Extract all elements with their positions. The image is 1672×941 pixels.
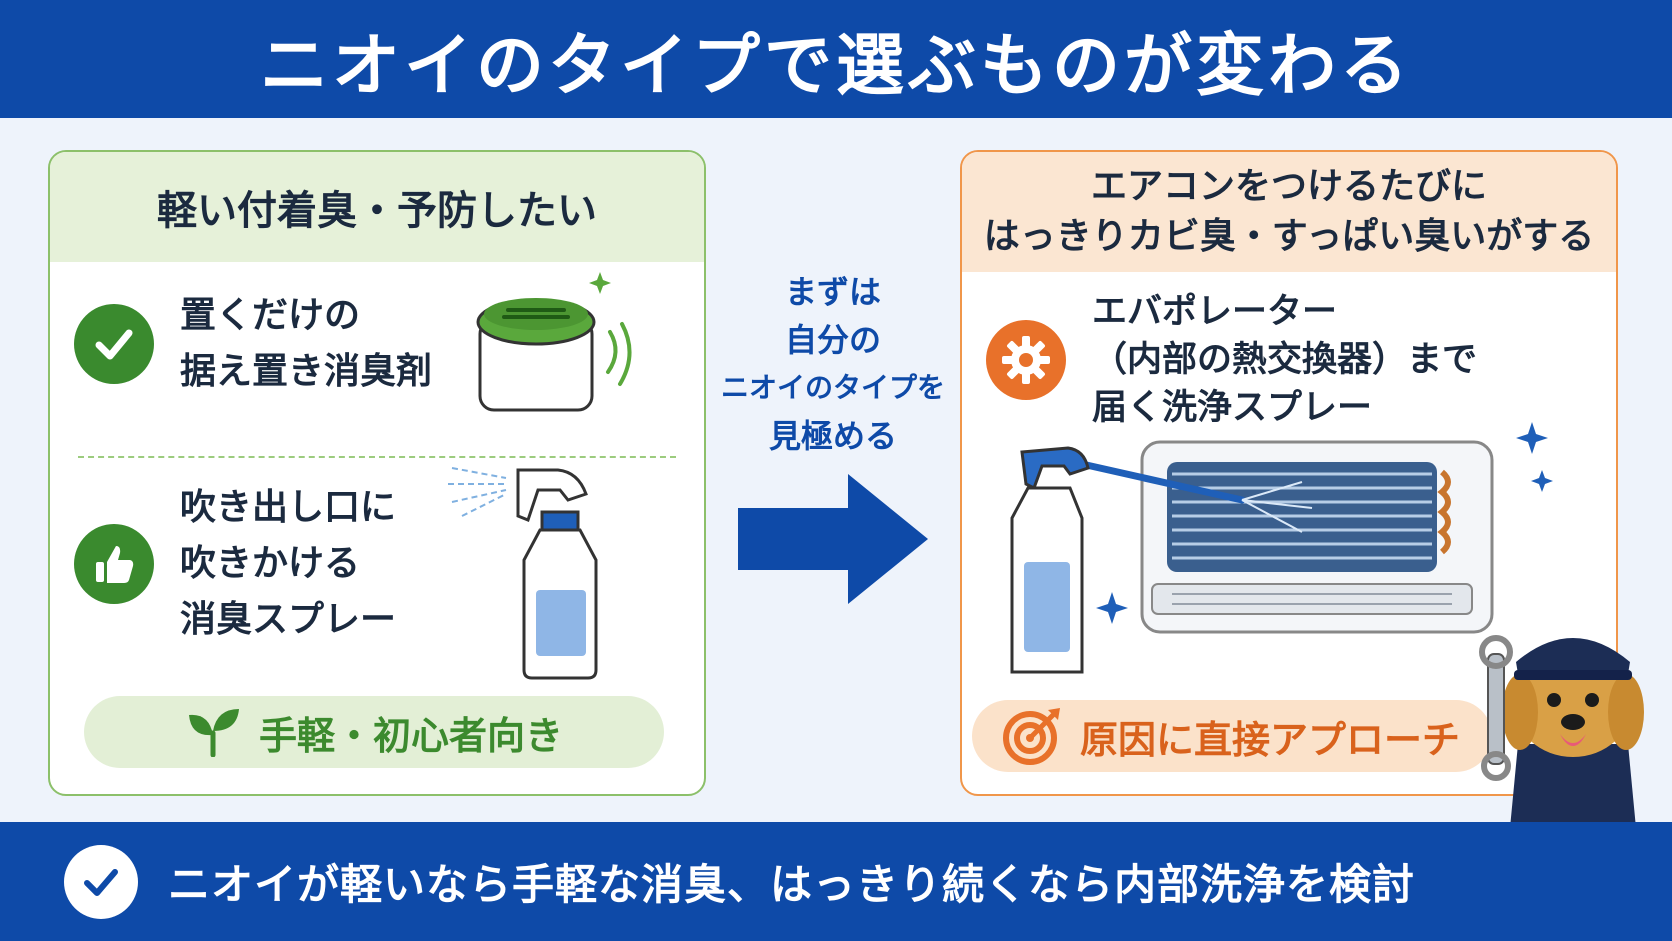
gear-icon bbox=[986, 320, 1066, 400]
option-divider bbox=[78, 456, 676, 458]
right-footer-pill: 原因に直接アプローチ bbox=[972, 700, 1492, 772]
option-vent-spray: 吹き出し口に 吹きかける 消臭スプレー bbox=[74, 480, 396, 648]
page-title: ニオイのタイプで選ぶものが変わる bbox=[259, 26, 1412, 106]
bottom-message: ニオイが軽いなら手軽な消臭、はっきり続くなら内部洗浄を検討 bbox=[168, 860, 1416, 909]
middle-guide-text: まずは 自分の ニオイのタイプを 見極める bbox=[720, 273, 945, 455]
target-icon bbox=[1003, 708, 1060, 765]
thumbs-up-icon bbox=[74, 524, 154, 604]
check-circle-icon bbox=[64, 844, 138, 919]
air-conditioner-icon bbox=[1010, 422, 1553, 674]
option-evaporator-spray-text: エバポレーター （内部の熱交換器）まで 届く洗浄スプレー bbox=[1092, 292, 1478, 428]
right-panel: エアコンをつけるたびに はっきりカビ臭・すっぱい臭いがする bbox=[960, 150, 1618, 796]
option-vent-spray-text: 吹き出し口に 吹きかける 消臭スプレー bbox=[180, 487, 397, 640]
sprout-icon bbox=[188, 709, 239, 757]
gel-jar-icon bbox=[476, 272, 632, 412]
option-evaporator-spray: エバポレーター （内部の熱交換器）まで 届く洗浄スプレー bbox=[986, 288, 1477, 432]
spray-bottle-icon bbox=[448, 467, 598, 680]
arrow-right-icon bbox=[738, 474, 928, 604]
right-footer-label: 原因に直接アプローチ bbox=[1080, 717, 1461, 762]
left-footer-pill: 手軽・初心者向き bbox=[84, 696, 664, 768]
left-panel-heading: 軽い付着臭・予防したい bbox=[50, 152, 704, 262]
title-banner: ニオイのタイプで選ぶものが変わる bbox=[0, 0, 1672, 118]
bottom-banner: ニオイが軽いなら手軽な消臭、はっきり続くなら内部洗浄を検討 bbox=[0, 822, 1672, 941]
option-deodorizer-gel: 置くだけの 据え置き消臭剤 bbox=[74, 288, 432, 400]
left-panel: 軽い付着臭・予防したい 置くだけの 据え置き消臭剤 吹き出し口に 吹きかける 消… bbox=[48, 150, 706, 796]
left-footer-label: 手軽・初心者向き bbox=[258, 713, 563, 758]
check-icon bbox=[74, 304, 154, 384]
option-deodorizer-gel-text: 置くだけの 据え置き消臭剤 bbox=[180, 295, 433, 392]
right-panel-heading: エアコンをつけるたびに はっきりカビ臭・すっぱい臭いがする bbox=[962, 152, 1616, 272]
